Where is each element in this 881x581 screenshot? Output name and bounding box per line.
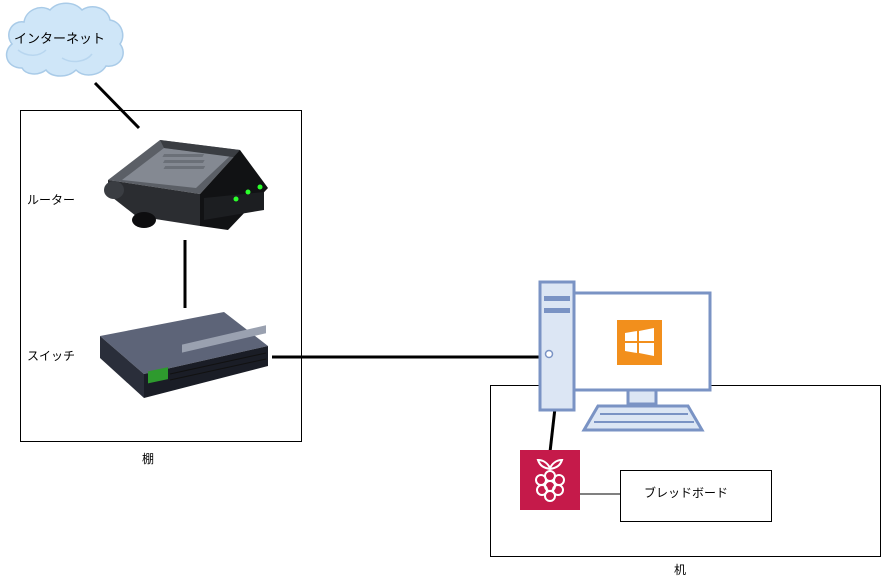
shelf-caption: 棚 xyxy=(142,452,155,466)
network-switch-icon xyxy=(100,312,268,398)
windows-logo-icon xyxy=(617,320,662,365)
cloud-icon xyxy=(5,2,124,77)
cloud-router-link xyxy=(93,81,141,130)
cloud-label: インターネット xyxy=(14,32,106,47)
breadboard-box xyxy=(620,470,772,522)
breadboard-label: ブレッドボード xyxy=(644,486,729,500)
desk-caption: 机 xyxy=(674,563,687,577)
raspberry-pi-icon xyxy=(520,450,580,510)
router-icon xyxy=(104,140,268,230)
router-label: ルーター xyxy=(27,193,76,207)
shelf-box xyxy=(20,110,302,442)
pc-raspberry-link xyxy=(548,407,557,453)
switch-label: スイッチ xyxy=(27,349,76,363)
